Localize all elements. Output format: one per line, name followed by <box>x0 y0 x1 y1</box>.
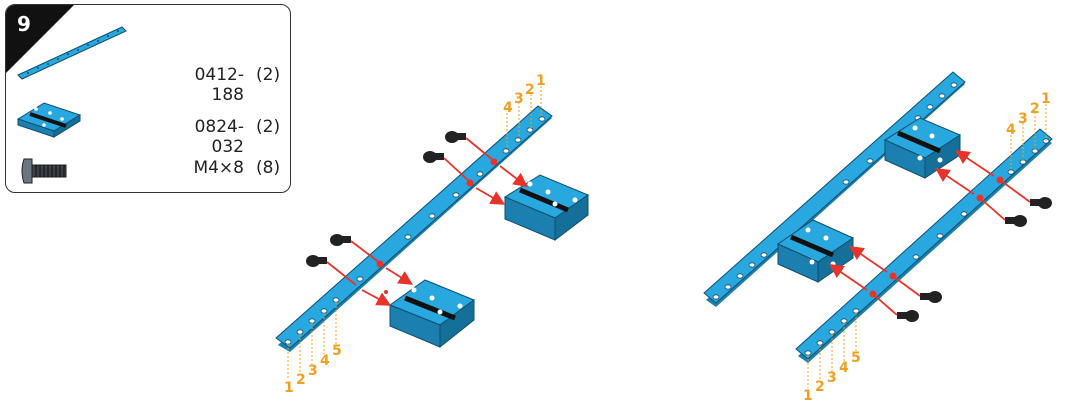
right-screws <box>897 197 1052 322</box>
part-code-bracket: 0824-032 <box>194 117 244 157</box>
left-top-label-4: 1 <box>536 73 546 89</box>
left-bottom-label-5: 5 <box>332 343 342 359</box>
part-code-beam: 0412-188 <box>194 65 244 105</box>
right-bottom-label-5: 5 <box>851 350 861 366</box>
left-lower-bracket <box>388 279 476 349</box>
left-screws <box>306 131 466 267</box>
left-beam-holes <box>284 116 546 345</box>
right-lower-bracket <box>776 219 855 283</box>
step-badge <box>6 5 74 73</box>
bracket-icon <box>16 102 82 138</box>
right-bottom-label-4: 4 <box>839 360 849 376</box>
right-top-label-1: 4 <box>1006 122 1016 138</box>
beam-icon <box>17 26 127 80</box>
screw-icon <box>21 158 67 184</box>
right-top-label-2: 3 <box>1018 111 1028 127</box>
part-qty-beam: (2) <box>256 65 281 85</box>
parts-list-panel: 9 0412-188 (2) 0824-032 (2) <box>5 4 291 193</box>
right-back-beam <box>703 71 966 307</box>
left-assembly: 4 3 2 1 1 2 3 4 5 <box>275 73 590 396</box>
right-top-label-3: 2 <box>1030 101 1040 117</box>
right-bottom-label-2: 2 <box>815 379 825 395</box>
right-top-label-4: 1 <box>1041 91 1051 107</box>
left-bottom-label-1: 1 <box>284 380 294 396</box>
right-arrows <box>829 150 1031 316</box>
step-number: 9 <box>17 12 31 36</box>
left-leaders <box>287 86 542 378</box>
left-upper-bracket <box>503 174 590 242</box>
left-top-label-2: 3 <box>514 91 524 107</box>
left-top-label-3: 2 <box>525 82 535 98</box>
left-bottom-label-4: 4 <box>320 353 330 369</box>
right-assembly: 4 3 2 1 1 2 3 4 5 <box>703 71 1053 404</box>
right-bottom-label-3: 3 <box>827 370 837 386</box>
right-bottom-label-1: 1 <box>803 388 813 404</box>
part-qty-screw: (8) <box>256 158 281 178</box>
left-bottom-label-3: 3 <box>308 363 318 379</box>
part-qty-bracket: (2) <box>256 117 281 137</box>
left-beam <box>275 105 553 352</box>
right-leaders <box>807 104 1047 388</box>
left-bottom-label-2: 2 <box>296 372 306 388</box>
left-hole-labels: 4 3 2 1 1 2 3 4 5 <box>284 73 546 396</box>
right-upper-bracket <box>883 117 962 179</box>
part-code-screw: M4×8 <box>193 158 244 178</box>
right-hole-labels: 4 3 2 1 1 2 3 4 5 <box>803 91 1051 404</box>
left-arrows <box>326 137 528 306</box>
left-top-label-1: 4 <box>503 100 513 116</box>
